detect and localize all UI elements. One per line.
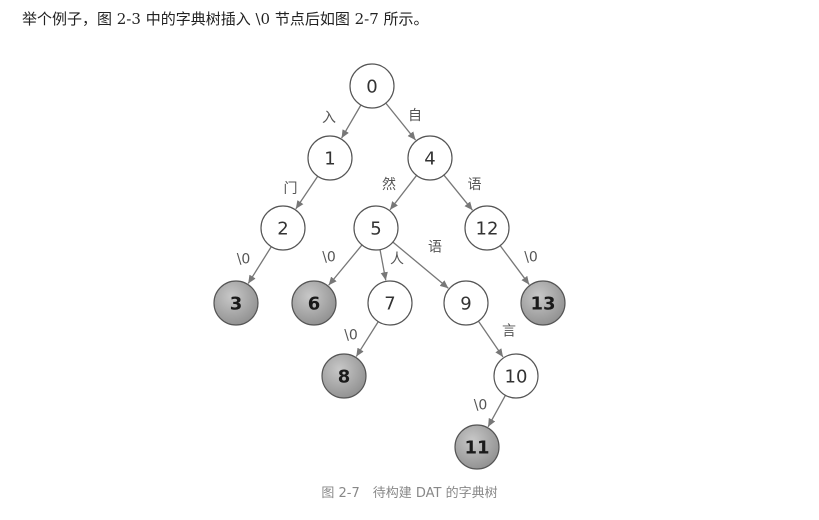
- node-circle-13: [520, 280, 566, 326]
- node-label-6: 6: [308, 294, 321, 315]
- edge-label-5-9: 语: [428, 240, 442, 256]
- node-circle-6: [291, 280, 337, 326]
- edge-label-4-12: 语: [468, 177, 482, 193]
- edge-9-10: [477, 320, 504, 358]
- node-label-10: 10: [505, 367, 528, 388]
- node-circle-5: [353, 205, 399, 251]
- edge-0-1: [341, 104, 362, 139]
- edge-4-12: [443, 174, 473, 211]
- node-circle-7: [367, 280, 413, 326]
- edge-7-8: [355, 321, 379, 357]
- node-circle-2: [260, 205, 306, 251]
- node-label-2: 2: [277, 219, 288, 240]
- node-label-9: 9: [460, 294, 471, 315]
- node-1: 1: [307, 135, 353, 181]
- terminal-node-8: 8: [321, 353, 367, 399]
- terminal-node-13: 13: [520, 280, 566, 326]
- edge-label-4-5: 然: [382, 176, 396, 193]
- node-label-13: 13: [530, 294, 555, 315]
- node-label-12: 12: [476, 219, 499, 240]
- node-label-7: 7: [384, 294, 395, 315]
- node-label-11: 11: [464, 438, 489, 459]
- node-circle-12: [464, 205, 510, 251]
- edge-0-4: [385, 102, 417, 141]
- edge-5-7: [379, 249, 388, 281]
- edge-label-0-1: 入: [322, 110, 336, 126]
- node-circle-8: [321, 353, 367, 399]
- edge-4-5: [389, 175, 418, 211]
- edge-label-5-6: \0: [322, 250, 336, 266]
- node-0: 0: [349, 63, 395, 109]
- node-label-8: 8: [338, 367, 351, 388]
- node-7: 7: [367, 280, 413, 326]
- edge-12-13: [499, 245, 530, 285]
- node-circle-0: [349, 63, 395, 109]
- node-2: 2: [260, 205, 306, 251]
- node-10: 10: [493, 353, 539, 399]
- node-circle-4: [407, 135, 453, 181]
- node-circle-9: [443, 280, 489, 326]
- edges-layer: [247, 102, 530, 428]
- figure-caption: 图 2-7 待构建 DAT 的字典树: [321, 486, 498, 501]
- edge-1-2: [295, 175, 319, 210]
- terminal-node-6: 6: [291, 280, 337, 326]
- node-4: 4: [407, 135, 453, 181]
- node-label-0: 0: [366, 77, 377, 98]
- node-label-4: 4: [424, 149, 435, 170]
- edge-label-7-8: \0: [344, 328, 358, 344]
- edge-label-10-11: \0: [474, 398, 488, 414]
- node-circle-1: [307, 135, 353, 181]
- edge-10-11: [487, 394, 506, 428]
- edge-label-12-13: \0: [524, 250, 538, 266]
- edge-label-9-10: 言: [502, 324, 516, 340]
- node-label-3: 3: [230, 294, 243, 315]
- node-label-1: 1: [324, 149, 335, 170]
- node-circle-3: [213, 280, 259, 326]
- node-9: 9: [443, 280, 489, 326]
- nodes-layer: 0 1 4 2 5 12 3 6 7 9 13 8 10 11: [213, 63, 566, 470]
- node-12: 12: [464, 205, 510, 251]
- terminal-node-11: 11: [454, 424, 500, 470]
- edge-5-9: [392, 241, 449, 289]
- edge-2-3: [247, 246, 272, 284]
- edge-label-2-3: \0: [237, 252, 251, 268]
- node-circle-11: [454, 424, 500, 470]
- edge-label-1-2: 门: [284, 181, 298, 197]
- node-5: 5: [353, 205, 399, 251]
- node-circle-10: [493, 353, 539, 399]
- edge-label-0-4: 自: [408, 108, 422, 124]
- intro-text: 举个例子，图 2-3 中的字典树插入 \0 节点后如图 2-7 所示。: [22, 10, 429, 28]
- edge-label-5-7: 人: [390, 252, 404, 268]
- terminal-node-3: 3: [213, 280, 259, 326]
- node-label-5: 5: [370, 219, 381, 240]
- edge-5-6: [328, 244, 363, 286]
